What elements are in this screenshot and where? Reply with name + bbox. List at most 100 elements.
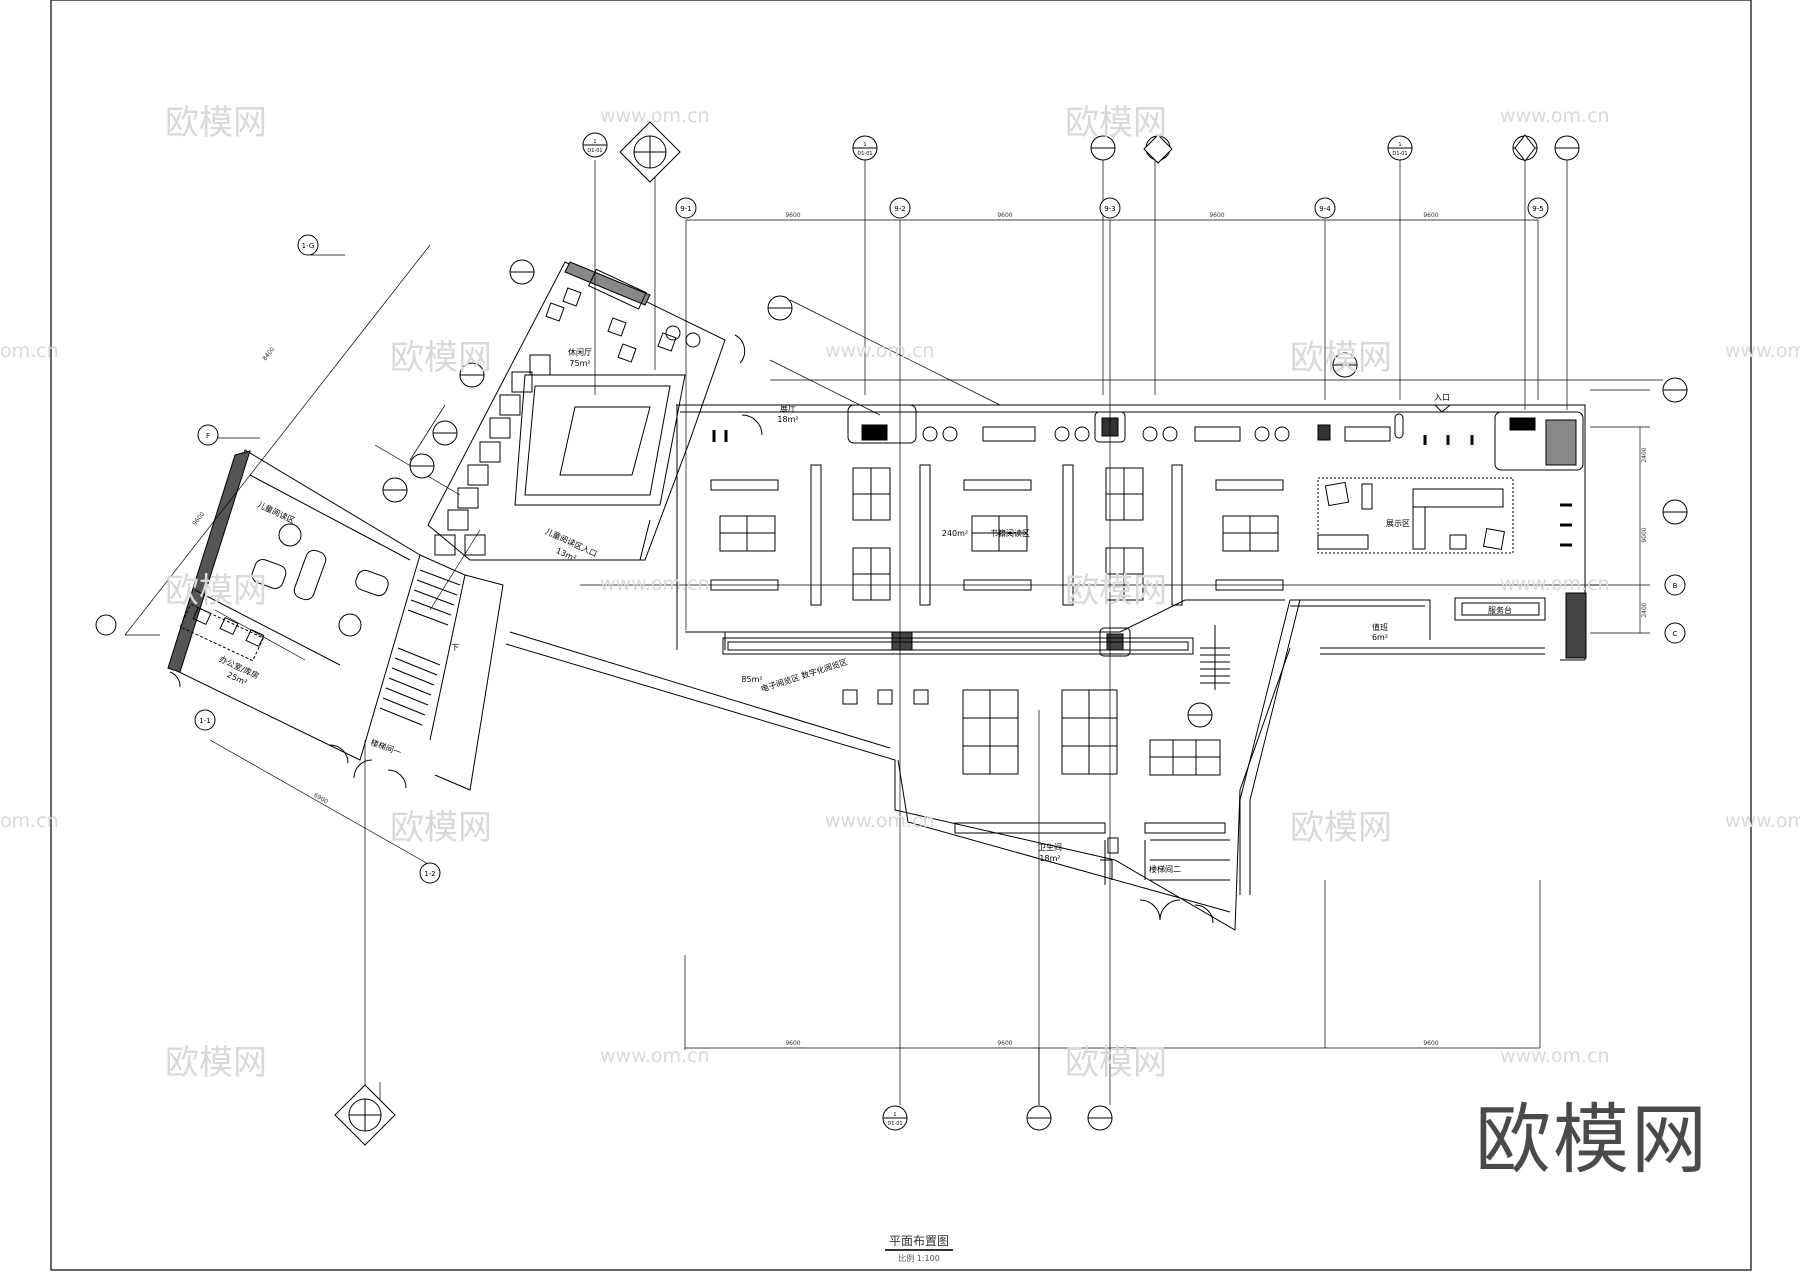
label-exhibit: 展示区 <box>1386 519 1410 528</box>
exhibit-area-furniture <box>1317 477 1546 621</box>
sheet-border <box>50 0 1752 1271</box>
dim-left-1: 8400 <box>261 346 276 362</box>
watermark-text: 欧模网 <box>1290 808 1392 848</box>
dim-right-2: 9000 <box>1641 527 1648 542</box>
watermark-text: 欧模网 <box>165 103 267 143</box>
drawing-scale: 比例 1:100 <box>898 1254 940 1263</box>
drawing-title: 平面布置图 <box>885 1232 954 1251</box>
index-markers <box>382 132 1688 1131</box>
lower-doors <box>1100 837 1214 924</box>
dim-left-3: 6900 <box>312 792 329 806</box>
axis-label-C: C <box>1673 630 1678 638</box>
dim-top-3: 9600 <box>1209 212 1224 219</box>
watermark-text: 欧模网 <box>390 338 492 378</box>
watermark-url: om.cn <box>0 810 59 832</box>
watermark-url: www.om.cn <box>825 340 935 362</box>
section-markers <box>334 121 1536 1146</box>
label-ereading: 电子阅览区 数字化阅览区 <box>759 656 848 693</box>
lounge-seating <box>434 268 701 556</box>
lounge-walls <box>427 261 726 561</box>
lounge-door2 <box>734 334 746 364</box>
label-toilet-area: 18m² <box>1039 854 1060 863</box>
watermark-text: 欧模网 <box>1290 338 1392 378</box>
entrance-markers <box>712 430 1572 547</box>
label-duty-area: 6m² <box>1372 633 1388 642</box>
dim-bottom-2: 9600 <box>997 1040 1012 1047</box>
axis-label-F: F <box>206 432 210 440</box>
axis-label-1-1: 1-1 <box>199 717 210 725</box>
lower-section-walls <box>505 599 1301 931</box>
label-duty: 值班 <box>1372 622 1388 632</box>
lounge-door <box>741 414 763 436</box>
label-toilet: 卫生间 <box>1038 842 1062 852</box>
label-children: 儿童阅读区 <box>256 499 296 525</box>
dim-left-2: 9600 <box>191 511 206 527</box>
axis-label-9-1: 9-1 <box>680 205 691 213</box>
marker-num-3: 1 <box>1398 142 1401 148</box>
watermark-url: www.om.cn <box>1725 810 1800 832</box>
ereading-furniture <box>722 637 1221 776</box>
label-ereading-area: 85m² <box>741 675 762 684</box>
lounge-curve <box>639 519 651 561</box>
watermark-url: www.om.cn <box>600 1045 710 1067</box>
marker-num-4: 1 <box>893 1112 896 1118</box>
axis-bubbles-left <box>95 234 441 884</box>
axis-label-9-4: 9-4 <box>1319 205 1331 213</box>
watermark-url: www.om.cn <box>825 810 935 832</box>
watermark-url: www.om.cn <box>1725 340 1800 362</box>
watermark-url: www.om.cn <box>1500 105 1610 127</box>
watermark-text: 欧模网 <box>1065 103 1167 143</box>
label-hall-area: 18m² <box>777 415 798 424</box>
axis-bubbles-top <box>675 197 1549 219</box>
dim-bottom-1: 9600 <box>785 1040 800 1047</box>
watermark-url: www.om.cn <box>1500 1045 1610 1067</box>
label-lounge-area: 75m² <box>569 359 590 368</box>
entrance-arrow-icon <box>1433 404 1452 413</box>
marker-ref-1: D1-01 <box>587 148 602 154</box>
wall-shelving <box>922 413 1404 442</box>
label-down: 下 <box>451 643 459 652</box>
label-reading-area: 240m² <box>942 529 968 538</box>
watermark-url: om.cn <box>0 340 59 362</box>
axis-label-9-2: 9-2 <box>894 205 905 213</box>
marker-ref-3: D1-01 <box>1392 151 1407 157</box>
axis-label-1-G: 1-G <box>302 242 315 250</box>
label-stair2: 楼梯间二 <box>1149 864 1181 874</box>
marker-ref-4: D1-01 <box>887 1121 902 1127</box>
label-lounge: 休闲厅 <box>568 347 592 357</box>
label-hall: 展厅 <box>780 404 796 413</box>
dim-top-4: 9600 <box>1423 212 1438 219</box>
marker-num-2: 1 <box>863 142 866 148</box>
dim-top-1: 9600 <box>785 212 800 219</box>
office-furniture <box>179 603 265 662</box>
children-reading-furniture <box>251 523 389 637</box>
label-stair1: 楼梯间一 <box>369 737 402 757</box>
axis-label-B: B <box>1673 582 1678 590</box>
watermark-url: www.om.cn <box>600 105 710 127</box>
label-service-desk: 服务台 <box>1488 605 1512 615</box>
north-wall-columns <box>847 404 1584 471</box>
axis-label-1-2: 1-2 <box>424 870 435 878</box>
brand-logo-text: 欧模网 <box>1475 1095 1709 1184</box>
axis-label-9-5: 9-5 <box>1532 205 1543 213</box>
drawing-title-block: 平面布置图 比例 1:100 <box>885 1232 954 1264</box>
watermark-url: www.om.cn <box>1500 573 1610 595</box>
label-reading: 书籍阅读区 <box>990 528 1030 538</box>
watermark-url: www.om.cn <box>600 573 710 595</box>
left-wing-walls <box>167 449 504 791</box>
dim-top-2: 9600 <box>997 212 1012 219</box>
dim-bottom-3: 9600 <box>1423 1040 1438 1047</box>
axis-label-9-3: 9-3 <box>1104 205 1115 213</box>
left-stairs <box>379 569 461 726</box>
label-entrance: 入口 <box>1434 393 1450 402</box>
left-doors <box>169 671 407 789</box>
watermark-text: 欧模网 <box>165 1043 267 1083</box>
dim-right-1: 2400 <box>1641 447 1648 462</box>
center-stair <box>1200 625 1230 690</box>
marker-ref-2: D1-01 <box>857 151 872 157</box>
marker-num-1: 1 <box>593 139 596 145</box>
watermark-text: 欧模网 <box>1065 571 1167 611</box>
grid-lines <box>124 160 1663 1105</box>
watermark-text: 欧模网 <box>1065 1043 1167 1083</box>
